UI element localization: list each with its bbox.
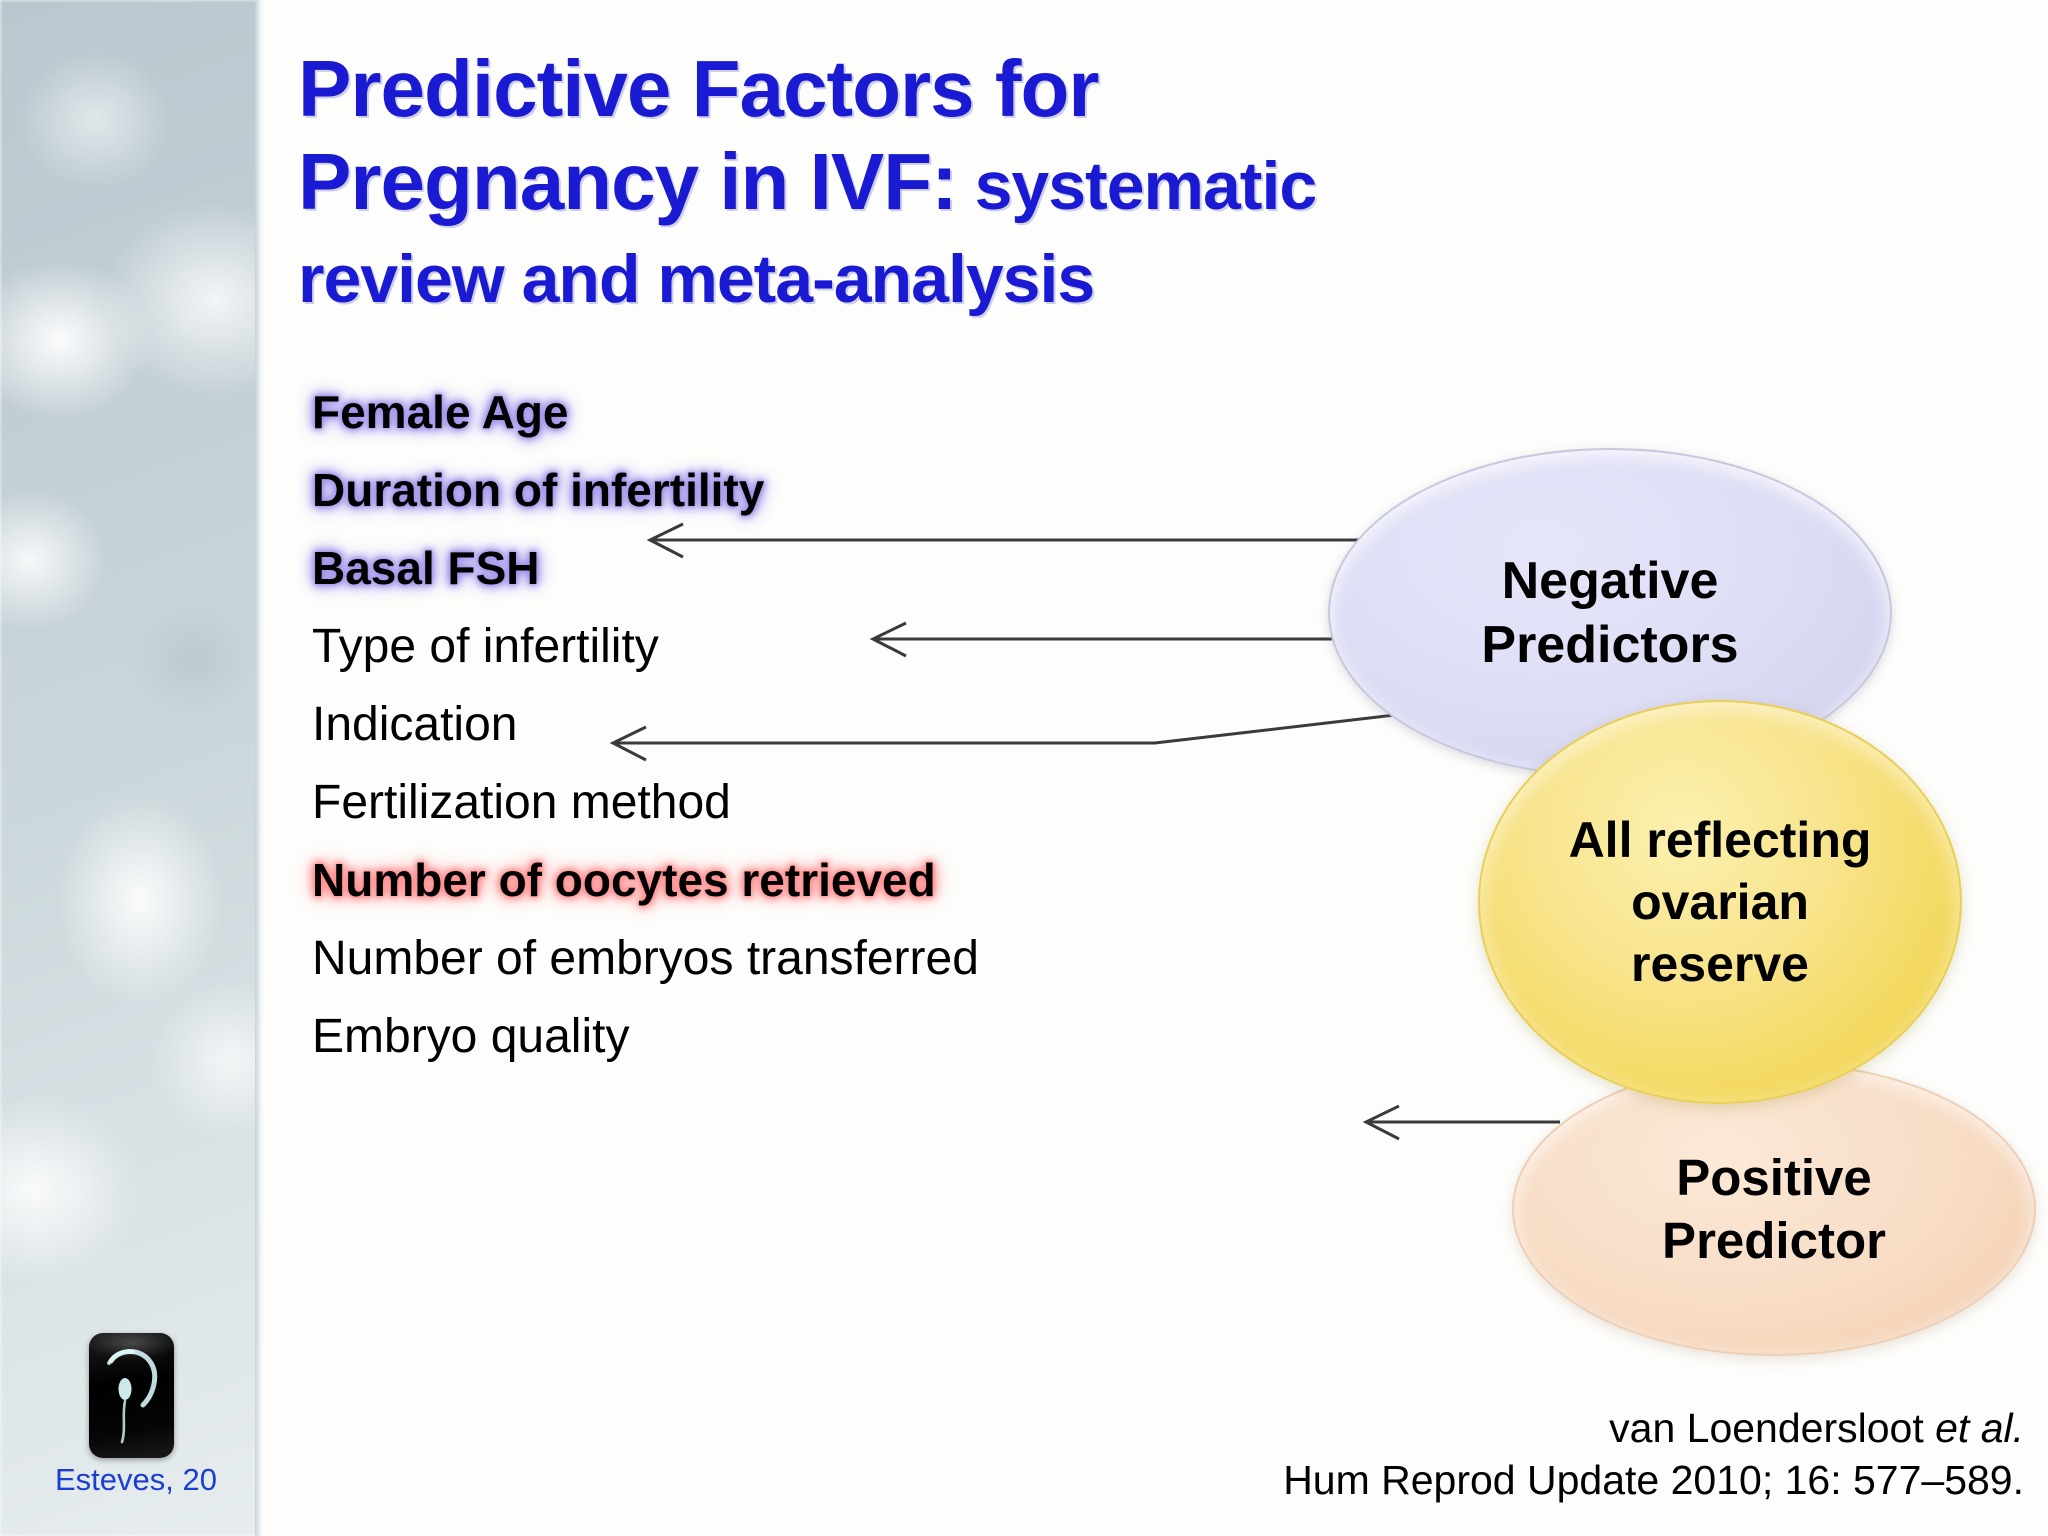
list-item: Number of oocytes retrieved — [312, 841, 1072, 919]
title-line-2-rest: systematic — [956, 148, 1318, 224]
list-item: Number of embryos transferred — [312, 919, 1072, 997]
callout-positive-line-2: Predictor — [1662, 1212, 1886, 1269]
citation-block: van Loendersloot et al. Hum Reprod Updat… — [1283, 1402, 2024, 1506]
factor-female-age: Female Age — [312, 386, 569, 438]
sperm-icon — [107, 1349, 158, 1444]
logo-caption: Esteves, 20 — [55, 1462, 217, 1497]
list-item: Female Age — [312, 373, 1072, 451]
citation-authors: van Loendersloot — [1609, 1405, 1936, 1451]
factor-embryo-quality: Embryo quality — [312, 1009, 630, 1063]
factor-fertilization-method: Fertilization method — [312, 775, 731, 829]
citation-source: Hum Reprod Update 2010; 16: 577–589. — [1283, 1457, 2024, 1503]
callout-negative-line-2: Predictors — [1481, 615, 1739, 674]
logo-badge — [89, 1333, 174, 1458]
list-item: Basal FSH — [312, 529, 1072, 607]
factor-number-of-oocytes-retrieved: Number of oocytes retrieved — [312, 854, 936, 906]
factor-type-of-infertility: Type of infertility — [312, 619, 659, 673]
predictive-factors-list: Female Age Duration of infertility Basal… — [312, 373, 1072, 1075]
list-item: Indication — [312, 685, 1072, 763]
callout-negative-line-1: Negative — [1501, 551, 1719, 610]
arrow-to-number-of-oocytes — [1362, 1104, 1560, 1141]
list-item: Fertilization method — [312, 763, 1072, 841]
callout-ovarian-reserve: All reflecting ovarian reserve — [1478, 700, 1962, 1104]
factor-number-of-embryos-transferred: Number of embryos transferred — [312, 931, 979, 985]
factor-basal-fsh: Basal FSH — [312, 542, 540, 594]
title-line-2-strong: Pregnancy in IVF: — [298, 137, 958, 226]
sidebar-edge-divider — [255, 0, 262, 1536]
callout-positive-predictor: Positive Predictor — [1512, 1062, 2036, 1356]
title-line-3: review and meta-analysis — [298, 241, 1095, 317]
sidebar-decorative-texture — [0, 0, 261, 1536]
page-title: Predictive Factors for Pregnancy in IVF:… — [298, 42, 1418, 326]
title-line-1: Predictive Factors for — [298, 44, 1099, 133]
callout-ovarian-line-2: ovarian — [1631, 874, 1809, 930]
list-item: Embryo quality — [312, 997, 1072, 1075]
factor-indication: Indication — [312, 697, 518, 751]
callout-ovarian-line-3: reserve — [1631, 936, 1809, 992]
list-item: Type of infertility — [312, 607, 1072, 685]
citation-et-al: et al. — [1935, 1405, 2024, 1451]
callout-positive-line-1: Positive — [1676, 1149, 1872, 1206]
factor-duration-of-infertility: Duration of infertility — [312, 464, 765, 516]
callout-ovarian-line-1: All reflecting — [1568, 812, 1872, 868]
list-item: Duration of infertility — [312, 451, 1072, 529]
